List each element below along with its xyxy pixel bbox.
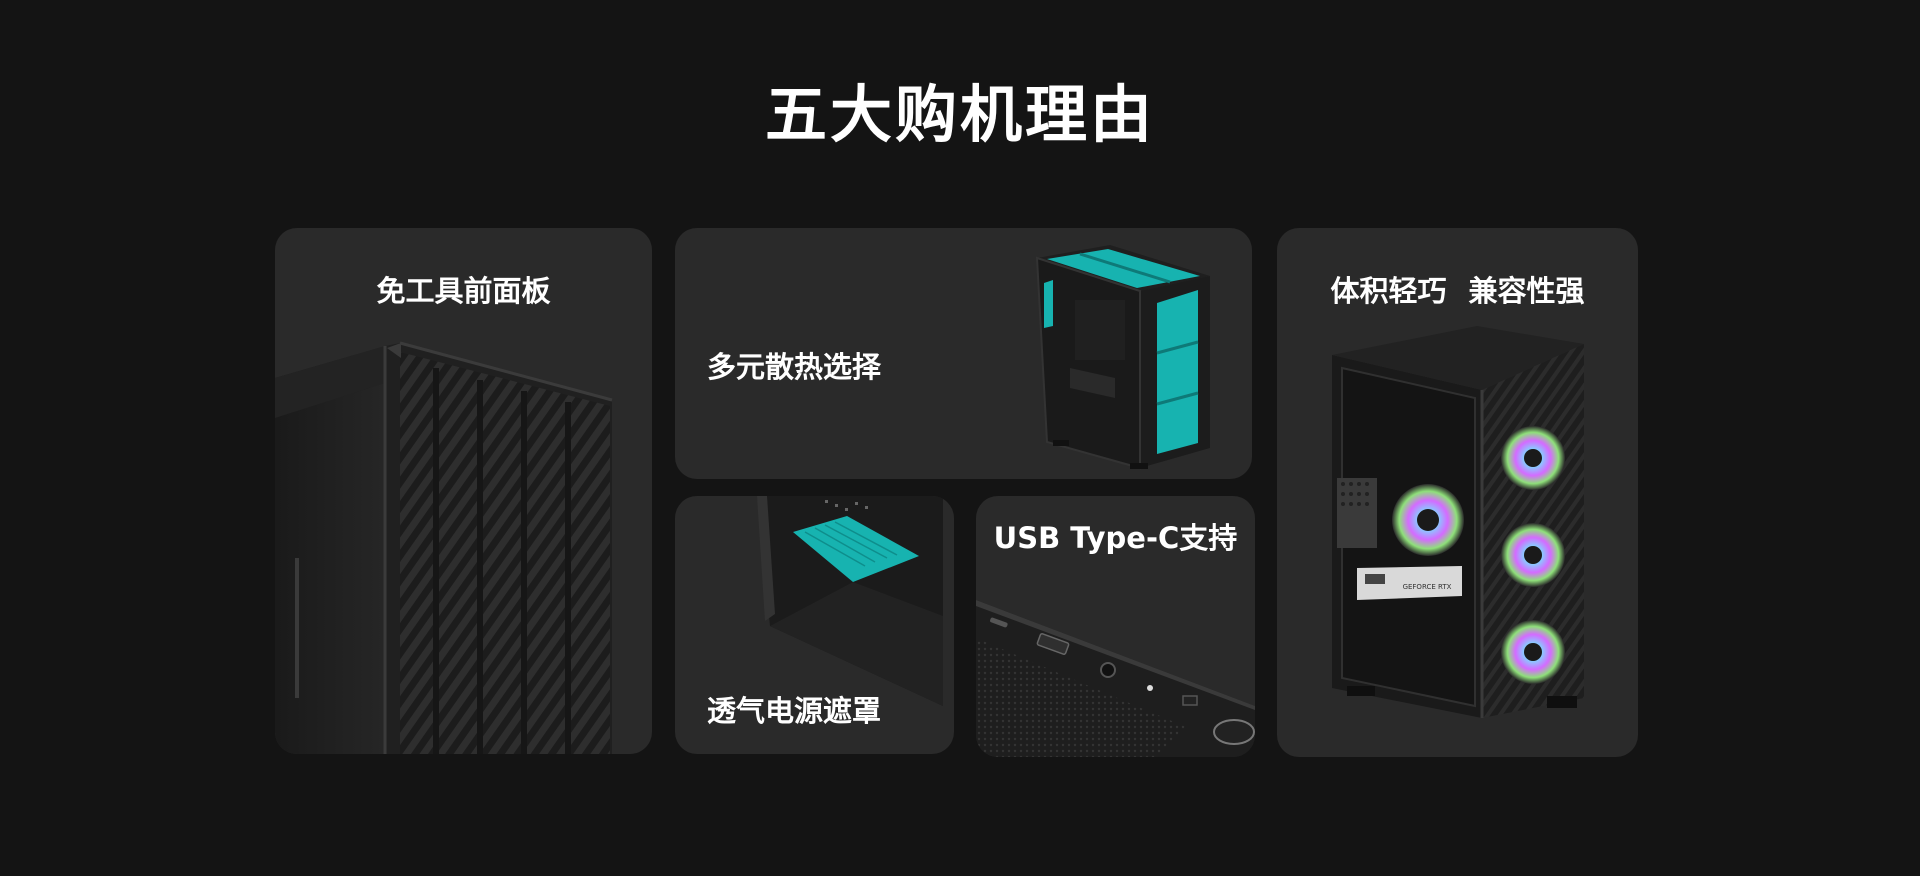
feature-card-compact-compatible[interactable]: 体积轻巧 兼容性强 [1277, 228, 1638, 757]
feature-label-psu-shroud: 透气电源遮罩 [707, 694, 882, 728]
feature-card-tool-free-panel[interactable]: 免工具前面板 [275, 228, 652, 754]
feature-card-cooling-options[interactable]: 多元散热选择 [675, 228, 1252, 479]
front-io-ports-image [976, 600, 1255, 757]
feature-card-usb-type-c[interactable]: USB Type-C支持 [976, 496, 1255, 757]
feature-card-psu-shroud[interactable]: 透气电源遮罩 [675, 496, 954, 754]
feature-label-compact-compatible: 体积轻巧 兼容性强 [1330, 274, 1585, 308]
case-cooling-image [1035, 245, 1210, 470]
feature-label-usb-type-c: USB Type-C支持 [993, 521, 1238, 555]
gpu-brand-text: GEFORCE RTX [1403, 583, 1452, 591]
feature-label-cooling-options: 多元散热选择 [707, 350, 882, 384]
psu-shroud-image [757, 496, 943, 706]
case-full-view-image: GEFORCE RTX [1332, 326, 1584, 718]
page-title: 五大购机理由 [764, 78, 1155, 151]
feature-label-tool-free-panel: 免工具前面板 [376, 274, 551, 308]
case-front-panel-image [275, 341, 613, 754]
